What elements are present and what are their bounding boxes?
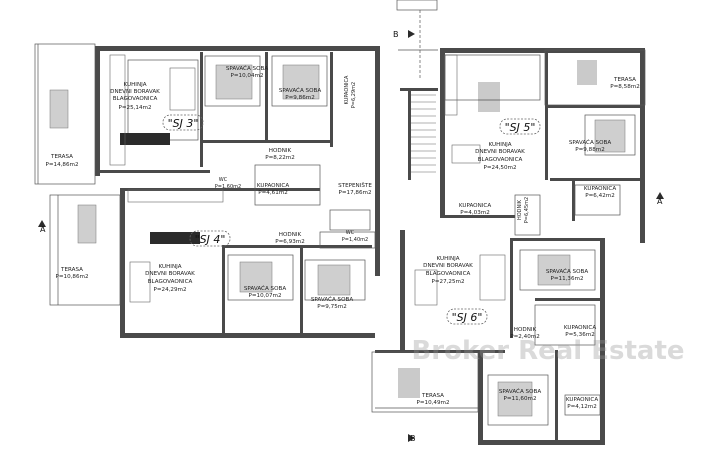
section-mark-bottom: B: [410, 434, 416, 443]
label-sj6-bed1: SPAVAĆA SOBA: [546, 268, 589, 275]
label-sj6-bath2-area: P=4,12m2: [567, 404, 597, 410]
label-sj6-bed2-area: P=11,60m2: [503, 396, 536, 402]
label-sj6-bed1-area: P=11,36m2: [550, 276, 583, 282]
label-sj6-bath-area: P=5,36m2: [565, 332, 595, 338]
outline-lines: [34, 0, 646, 426]
label-sj4-bed1: SPAVAĆA SOBA: [244, 285, 287, 292]
label-sj6-bath: KUPAONICA: [564, 325, 596, 331]
label-sj3-bed2-area: P=9,86m2: [285, 95, 315, 101]
label-sj4-bed1-area: P=10,07m2: [248, 293, 281, 299]
label-sj4-terrace: TERASA: [60, 267, 83, 273]
label-sj3-bath2: KUPAONICA: [257, 183, 289, 189]
label-sj3-kitchen-2: DNEVNI BORAVAK: [110, 89, 160, 95]
unit-sj6: "SJ 6": [452, 311, 483, 324]
label-sj5-hall-area: P=6,45m2: [524, 197, 530, 223]
room-labels: KUHINJA DNEVNI BORAVAK BLAGOVAONICA P=25…: [45, 65, 639, 410]
label-sj5-bed-area: P=9,88m2: [575, 147, 605, 153]
label-sj4-hall-area: P=6,93m2: [275, 239, 305, 245]
label-sj3-bed1-area: P=10,04m2: [230, 73, 263, 79]
label-sj5-kitchen-1: KUHINJA: [488, 142, 511, 148]
label-sj4-wc-area: P=1,40m2: [342, 237, 368, 243]
label-sj3-bath: KUPAONICA: [344, 75, 350, 104]
label-stair: STEPENIŠTE: [338, 182, 372, 189]
section-markers: B B A A: [38, 30, 664, 443]
label-sj3-bath-area: P=6,29m2: [351, 82, 357, 108]
label-sj4-wc: WC: [346, 230, 355, 236]
label-sj5-terrace: TERASA: [613, 77, 636, 83]
label-stair-area: P=17,86m2: [338, 190, 371, 196]
label-sj4-kitchen-2: DNEVNI BORAVAK: [145, 271, 195, 277]
label-sj6-hall-area: P=2,40m2: [510, 334, 540, 340]
label-sj6-hall: HODNIK: [514, 327, 537, 333]
section-mark-top: B: [393, 30, 399, 39]
label-sj3-hall-area: P=8,22m2: [265, 155, 295, 161]
label-sj3-kitchen-area: P=25,14m2: [118, 105, 151, 111]
stair-treads: [411, 94, 436, 173]
label-sj3-wc: WC: [219, 177, 228, 183]
label-sj5-hall: HODNIK: [517, 199, 523, 220]
label-sj3-bed2: SPAVAĆA SOBA: [279, 87, 322, 94]
unit-sj4: "SJ 4": [195, 233, 226, 246]
label-sj6-terrace: TERASA: [421, 393, 444, 399]
label-sj5-kitchen-area: P=24,50m2: [483, 165, 516, 171]
unit-sj5: "SJ 5": [505, 121, 536, 134]
unit-tags: "SJ 3" "SJ 4" "SJ 5" "SJ 6": [162, 114, 541, 325]
furniture: [49, 54, 626, 417]
label-sj4-bed2: SPAVAĆA SOBA: [311, 296, 354, 303]
label-sj5-kitchen-2: DNEVNI BORAVAK: [475, 149, 525, 155]
label-sj4-kitchen-3: BLAGOVAONICA: [148, 279, 193, 285]
label-sj3-wc-area: P=1,60m2: [215, 184, 241, 190]
label-sj5-bath2-area: P=4,03m2: [460, 210, 490, 216]
label-sj6-bath2: KUPAONICA: [566, 397, 598, 403]
label-sj3-hall: HODNIK: [269, 148, 292, 154]
label-sj6-kitchen-2: DNEVNI BORAVAK: [423, 263, 473, 269]
label-sj6-kitchen-3: BLAGOVAONICA: [426, 271, 471, 277]
label-sj3-bath2-area: P=4,61m2: [258, 190, 288, 196]
section-mark-right: A: [657, 197, 663, 206]
label-sj6-bed2: SPAVAĆA SOBA: [499, 388, 542, 395]
label-sj5-bath2: KUPAONICA: [459, 203, 491, 209]
label-sj4-kitchen-area: P=24,29m2: [153, 287, 186, 293]
label-sj6-terrace-area: P=10,49m2: [416, 400, 449, 406]
walls: [95, 46, 645, 445]
unit-sj3: "SJ 3": [168, 117, 199, 130]
label-sj6-kitchen-area: P=27,25m2: [431, 279, 464, 285]
label-sj5-bath-area: P=6,42m2: [585, 193, 615, 199]
label-sj4-bed2-area: P=9,75m2: [317, 304, 347, 310]
label-sj5-terrace-area: P=8,58m2: [610, 84, 640, 90]
label-sj3-kitchen-1: KUHINJA: [123, 82, 146, 88]
label-sj5-bed: SPAVAĆA SOBA: [569, 139, 612, 146]
section-mark-left: A: [40, 225, 46, 234]
watermark: Broker Real Estate: [411, 336, 684, 366]
label-sj3-kitchen-3: BLAGOVAONICA: [113, 96, 158, 102]
label-sj4-terrace-area: P=10,86m2: [55, 274, 88, 280]
label-sj3-terrace: TERASA: [50, 154, 73, 160]
label-sj5-kitchen-3: BLAGOVAONICA: [478, 157, 523, 163]
label-sj4-kitchen-1: KUHINJA: [158, 264, 181, 270]
label-sj3-bed1: SPAVAĆA SOBA: [226, 65, 269, 72]
label-sj6-kitchen-1: KUHINJA: [436, 256, 459, 262]
label-sj5-bath: KUPAONICA: [584, 186, 616, 192]
label-sj3-terrace-area: P=14,86m2: [45, 162, 78, 168]
label-sj4-hall: HODNIK: [279, 232, 302, 238]
